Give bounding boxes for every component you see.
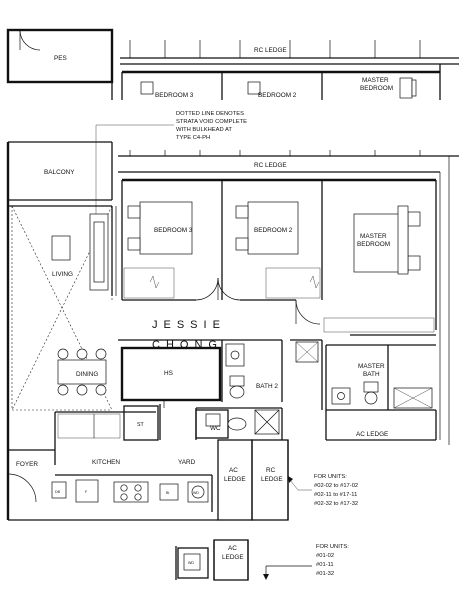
- room-label-bedroom3-top: BEDROOM 3: [155, 92, 194, 99]
- room-label-master-bath-1: MASTER: [358, 363, 385, 370]
- units-main-line-2: #02-11 to #17-11: [314, 492, 357, 498]
- ground-floor-fragment: [175, 539, 312, 581]
- appliance-wd-bottom: WD: [188, 561, 194, 565]
- room-label-master-bath-2: BATH: [363, 371, 380, 378]
- room-label-ac-ledge-bottom-2: LEDGE: [222, 554, 244, 561]
- room-label-ac-ledge-1: AC: [229, 467, 238, 474]
- units-main-arrow: [288, 476, 293, 483]
- units-main-line-3: #02-32 to #17-32: [314, 501, 358, 507]
- room-label-master-top-2: BEDROOM: [360, 85, 393, 92]
- room-label-st: ST: [137, 422, 144, 428]
- units-bottom-line-3: #01-32: [316, 571, 334, 577]
- room-label-yard: YARD: [178, 459, 196, 466]
- room-label-ac-ledge-bottom-1: AC: [228, 545, 237, 552]
- note-line-4: TYPE C4-PH: [176, 135, 210, 141]
- room-label-ac-ledge-2: LEDGE: [224, 476, 246, 483]
- room-label-dining: DINING: [76, 371, 98, 378]
- room-label-rc-ledge-1: RC: [266, 467, 276, 474]
- room-label-living: LIVING: [52, 271, 73, 278]
- room-label-rc-ledge-2: LEDGE: [261, 476, 283, 483]
- appliance-wd: WD: [193, 491, 199, 495]
- appliance-bin: BI: [166, 491, 169, 495]
- room-label-kitchen: KITCHEN: [92, 459, 120, 466]
- room-label-ac-ledge-right: AC LEDGE: [356, 431, 388, 438]
- note-line-1: DOTTED LINE DENOTES: [176, 111, 244, 117]
- room-label-hs: HS: [164, 370, 173, 377]
- watermark-line-2: CHONG: [152, 339, 223, 351]
- room-label-pes: PES: [54, 55, 67, 62]
- room-label-master-top-1: MASTER: [362, 77, 389, 84]
- units-main-heading: FOR UNITS:: [314, 474, 347, 480]
- room-label-bedroom3: BEDROOM 3: [154, 227, 193, 234]
- room-label-wc: WC: [210, 425, 221, 432]
- room-label-master-2: BEDROOM: [357, 241, 390, 248]
- units-legend-bottom: FOR UNITS: #01-02 #01-11 #01-32: [316, 544, 349, 577]
- room-label-bath2: BATH 2: [256, 383, 278, 390]
- units-bottom-line-2: #01-11: [316, 562, 334, 568]
- appliance-db: DB: [55, 490, 61, 494]
- units-legend-main: FOR UNITS: #02-02 to #17-02 #02-11 to #1…: [288, 474, 358, 507]
- units-main-line-1: #02-02 to #17-02: [314, 483, 358, 489]
- appliance-fridge: F: [85, 490, 88, 494]
- room-label-bedroom2-top: BEDROOM 2: [258, 92, 297, 99]
- upper-floor-fragment: [6, 28, 459, 100]
- note-line-3: WITH BULKHEAD AT: [176, 127, 232, 133]
- furniture: [51, 201, 433, 503]
- units-bottom-heading: FOR UNITS:: [316, 544, 349, 550]
- room-label-master-1: MASTER: [360, 233, 387, 240]
- room-label-balcony: BALCONY: [44, 169, 75, 176]
- room-label-rc-ledge: RC LEDGE: [254, 162, 287, 169]
- room-label-bedroom2: BEDROOM 2: [254, 227, 293, 234]
- units-bottom-arrow: [263, 574, 269, 580]
- room-label-foyer: FOYER: [16, 461, 38, 468]
- watermark-line-1: JESSIE: [152, 319, 226, 331]
- units-bottom-line-1: #01-02: [316, 553, 334, 559]
- note-line-2: STRATA VOID COMPLETE: [176, 119, 247, 125]
- room-label-rc-ledge-top: RC LEDGE: [254, 47, 287, 54]
- main-floor-walls: [6, 141, 459, 521]
